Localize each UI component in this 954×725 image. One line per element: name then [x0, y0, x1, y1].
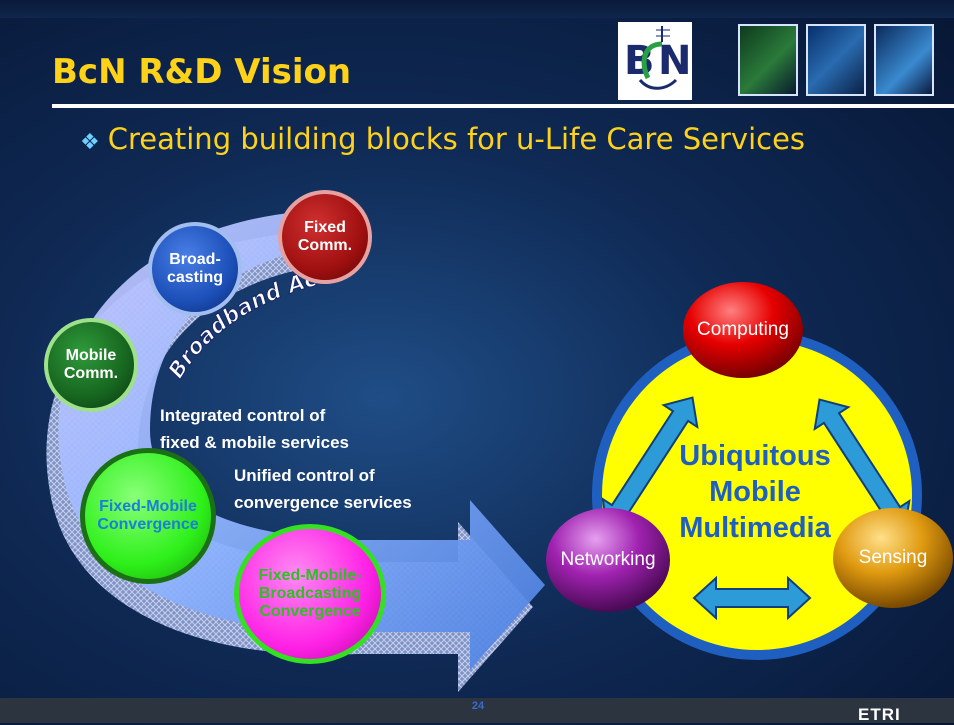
fixed-mobile-convergence-circle [80, 448, 216, 584]
slide-title: BcN R&D Vision [52, 52, 352, 92]
top-bar [0, 0, 954, 18]
diamond-bullet-icon: ❖ [80, 130, 100, 155]
fixed-mobile-broadcasting-convergence-label: Fixed-Mobile- Broadcasting Convergence [258, 567, 362, 620]
computing-label: Computing [697, 319, 789, 340]
umm-center-label: Ubiquitous Mobile Multimedia [679, 440, 831, 544]
etri-logo: ETRI [858, 705, 901, 725]
networking-label: Networking [560, 549, 656, 570]
integrated-control-caption: Integrated control of fixed & mobile ser… [160, 406, 349, 452]
mobile-comm-circle [44, 318, 138, 412]
svg-text:N: N [658, 38, 691, 84]
fixed-mobile-broadcasting-convergence-circle [234, 524, 386, 664]
header-photo-laptop [738, 24, 798, 96]
header-photo-hand [874, 24, 934, 96]
page-number: 24 [471, 700, 485, 712]
header-photo-circuit [806, 24, 866, 96]
sensing-label: Sensing [858, 547, 928, 568]
fixed-mobile-convergence-label: Fixed-Mobile Convergence [97, 498, 199, 533]
broadcasting-circle [148, 222, 242, 316]
subtitle-line: ❖ Creating building blocks for u-Life Car… [80, 122, 805, 156]
title-divider [52, 104, 954, 108]
etri-logo-text: ETRI [858, 705, 901, 724]
footer-bar [0, 698, 954, 723]
networking-sphere [546, 508, 670, 612]
computing-sphere [683, 282, 803, 378]
fixed-comm-circle [278, 190, 372, 284]
broadcasting-label: Broad- casting [166, 251, 223, 286]
bidirectional-arrow-bottom [692, 575, 812, 621]
subtitle-text: Creating building blocks for u-Life Care… [107, 122, 806, 156]
fixed-comm-label: Fixed Comm. [297, 219, 353, 254]
bcn-logo: B N [618, 22, 692, 100]
unified-control-caption: Unified control of convergence services [234, 466, 412, 512]
sensing-sphere [833, 508, 953, 608]
bcn-logo-graphic: B N [624, 26, 691, 90]
mobile-comm-label: Mobile Comm. [63, 347, 119, 382]
